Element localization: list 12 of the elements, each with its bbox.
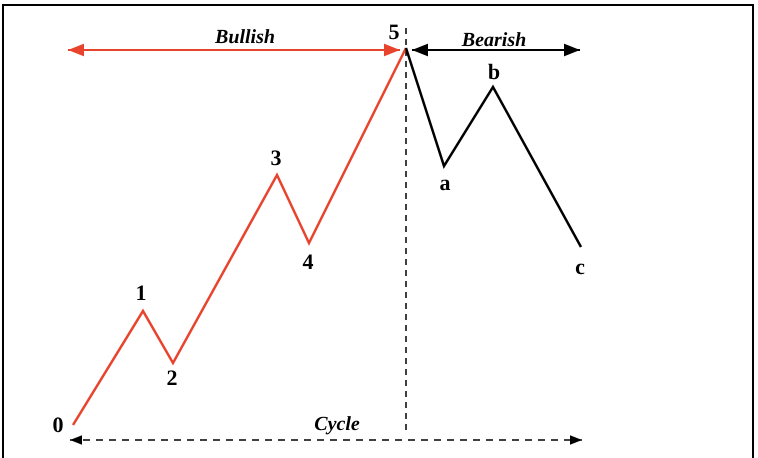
point-label: b <box>488 61 500 83</box>
point-label: 1 <box>136 282 146 304</box>
phase-label: Bearish <box>462 29 526 51</box>
phase-label: Cycle <box>314 413 360 435</box>
point-label: 2 <box>166 367 178 389</box>
point-label: 4 <box>302 251 314 273</box>
point-label: a <box>440 172 450 194</box>
point-label: 5 <box>388 21 400 43</box>
point-label: 3 <box>270 147 282 169</box>
point-label: c <box>575 256 585 278</box>
point-label: 0 <box>52 414 64 436</box>
phase-label: Bullish <box>214 26 276 48</box>
